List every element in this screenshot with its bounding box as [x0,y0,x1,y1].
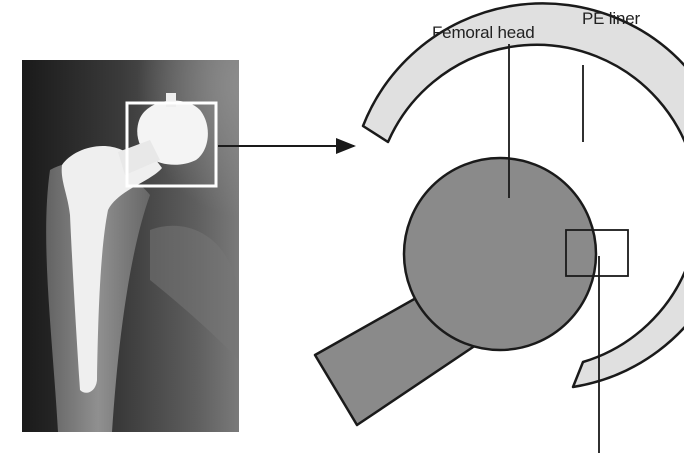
cup-spike [166,93,176,107]
femoral-head-shape [404,158,596,350]
pe-liner-label: PE liner [582,9,640,28]
xray-image [22,30,290,432]
femoral-head-label: Femoral head [432,23,535,42]
